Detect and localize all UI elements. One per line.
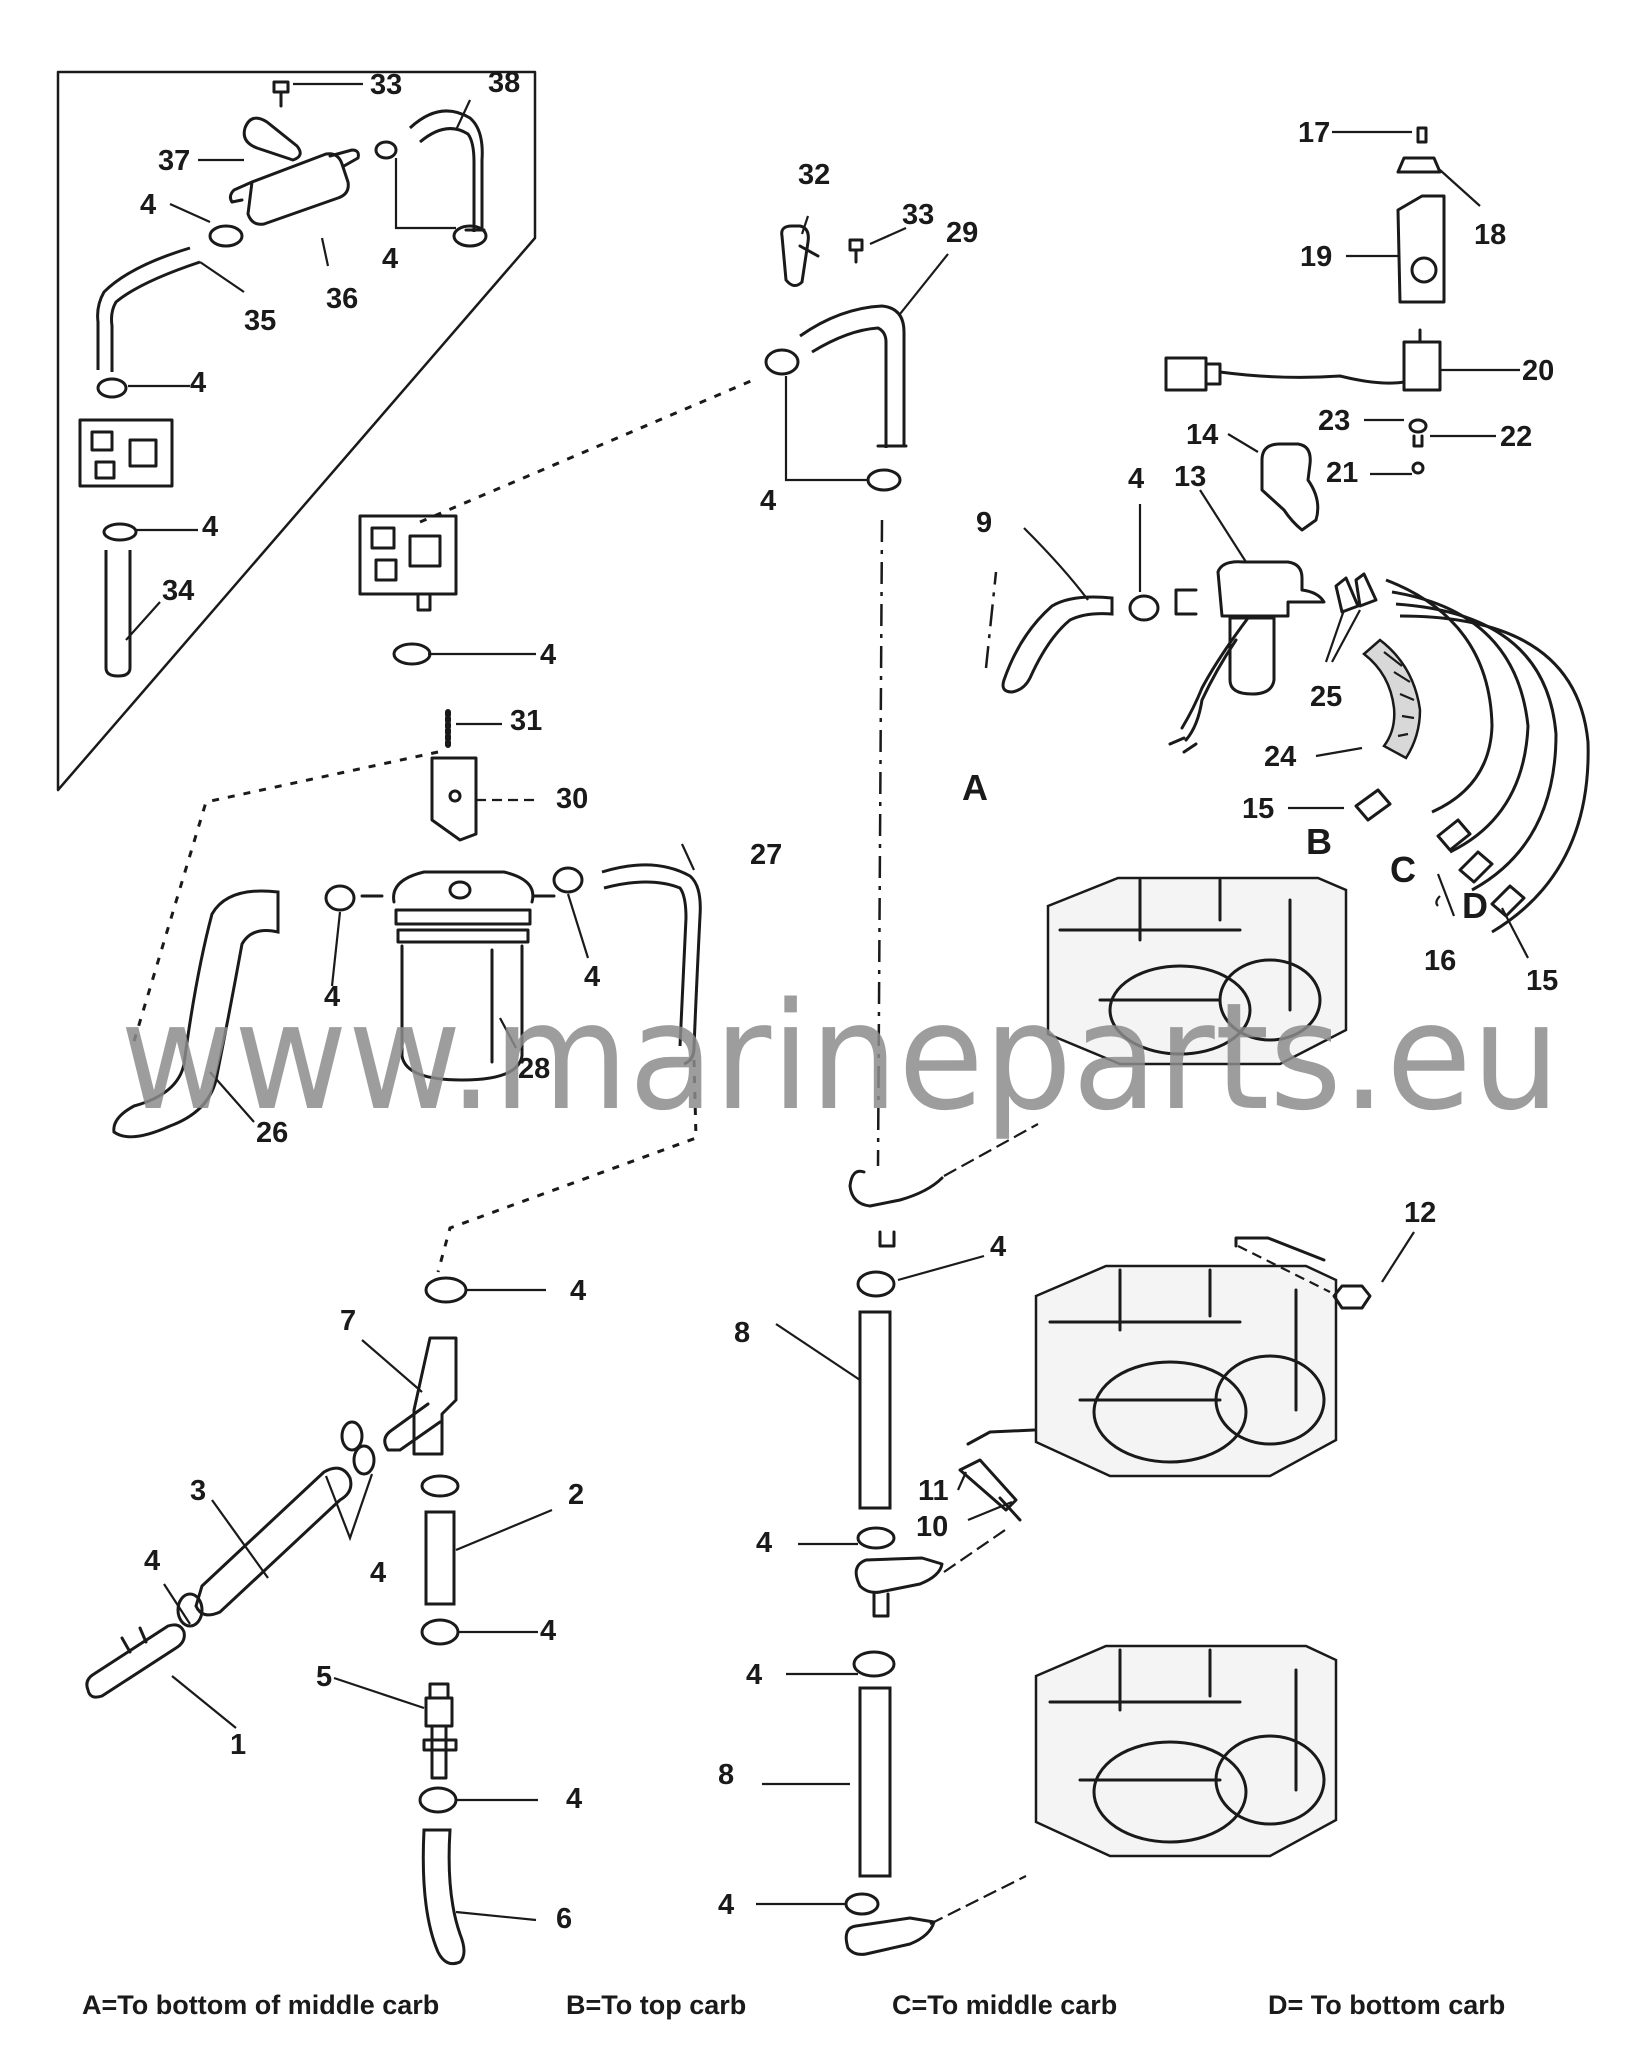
fuel-filter-leaders xyxy=(209,652,695,1123)
callout-16: 16 xyxy=(1424,945,1456,977)
prime-valve-assembly xyxy=(1001,126,1590,934)
inset-callouts: 33 37 4 38 35 36 4 4 4 34 xyxy=(140,67,520,607)
callout-33: 33 xyxy=(902,199,934,231)
prime-valve-callouts: 17 18 19 20 23 22 21 14 13 4 9 25 24 15 … xyxy=(962,117,1558,997)
callout-2: 2 xyxy=(568,1479,584,1511)
fuel-filter-callouts: 4 31 30 4 4 27 28 26 xyxy=(256,639,782,1149)
callout-4: 4 xyxy=(566,1783,582,1815)
lower-left-assembly xyxy=(85,1276,468,1966)
callout-4: 4 xyxy=(760,485,776,517)
legend-b: B=To top carb xyxy=(566,1990,746,2020)
callout-5: 5 xyxy=(316,1661,332,1693)
callout-30: 30 xyxy=(556,783,588,815)
callout-13: 13 xyxy=(1174,461,1206,493)
callout-33: 33 xyxy=(370,69,402,101)
callout-9: 9 xyxy=(976,507,992,539)
lower-left-callouts: 4 7 3 4 4 2 4 5 4 6 1 xyxy=(144,1275,586,1935)
callout-36: 36 xyxy=(326,283,358,315)
callout-34: 34 xyxy=(162,575,194,607)
lower-left-leaders xyxy=(163,1288,553,1922)
callout-21: 21 xyxy=(1326,457,1358,489)
callout-38: 38 xyxy=(488,67,520,99)
callout-4: 4 xyxy=(324,981,340,1013)
carburetors xyxy=(1034,876,1348,1858)
callout-4: 4 xyxy=(190,367,206,399)
callout-4: 4 xyxy=(370,1557,386,1589)
inset-panel xyxy=(56,70,537,792)
callout-7: 7 xyxy=(340,1305,356,1337)
letter-d: D xyxy=(1462,885,1488,926)
inset-leaders xyxy=(125,82,471,641)
callout-27: 27 xyxy=(750,839,782,871)
callout-4: 4 xyxy=(746,1659,762,1691)
callout-4: 4 xyxy=(990,1231,1006,1263)
callout-4: 4 xyxy=(718,1889,734,1921)
callout-19: 19 xyxy=(1300,241,1332,273)
legend-c: C=To middle carb xyxy=(892,1990,1117,2020)
callout-20: 20 xyxy=(1522,355,1554,387)
callout-18: 18 xyxy=(1474,219,1506,251)
legend-a: A=To bottom of middle carb xyxy=(82,1990,439,2020)
letter-a: A xyxy=(962,767,988,808)
upper-hose-assembly xyxy=(764,224,908,492)
callout-31: 31 xyxy=(510,705,542,737)
callout-29: 29 xyxy=(946,217,978,249)
callout-4: 4 xyxy=(140,189,156,221)
callout-15: 15 xyxy=(1242,793,1274,825)
watermark-text: www.marineparts.eu xyxy=(120,971,1560,1143)
callout-11: 11 xyxy=(918,1475,949,1507)
center-stack-leaders xyxy=(756,1231,1415,1906)
callout-1: 1 xyxy=(230,1729,246,1761)
center-stack-callouts: 4 8 4 10 11 12 4 8 4 xyxy=(718,1197,1436,1921)
callout-4: 4 xyxy=(756,1527,772,1559)
upper-hose-callouts: 32 33 29 4 xyxy=(760,159,978,517)
callout-10: 10 xyxy=(916,1511,948,1543)
callout-26: 26 xyxy=(256,1117,288,1149)
callout-4: 4 xyxy=(570,1275,586,1307)
prime-valve-leaders xyxy=(1023,130,1529,959)
callout-4: 4 xyxy=(382,243,398,275)
callout-23: 23 xyxy=(1318,405,1350,437)
callout-15: 15 xyxy=(1526,965,1558,997)
callout-4: 4 xyxy=(584,961,600,993)
callout-3: 3 xyxy=(190,1475,206,1507)
callout-35: 35 xyxy=(244,305,276,337)
upper-hose-leaders xyxy=(784,215,949,482)
callout-12: 12 xyxy=(1404,1197,1436,1229)
letter-c: C xyxy=(1390,849,1416,890)
legend: A=To bottom of middle carb B=To top carb… xyxy=(82,1990,1505,2020)
letter-b: B xyxy=(1306,821,1332,862)
callout-25: 25 xyxy=(1310,681,1342,713)
callout-28: 28 xyxy=(518,1053,550,1085)
callout-32: 32 xyxy=(798,159,830,191)
callout-24: 24 xyxy=(1264,741,1296,773)
callout-4: 4 xyxy=(540,639,556,671)
callout-6: 6 xyxy=(556,1903,572,1935)
callout-22: 22 xyxy=(1500,421,1532,453)
center-stack xyxy=(844,1123,1372,1956)
callout-17: 17 xyxy=(1298,117,1330,149)
callout-37: 37 xyxy=(158,145,190,177)
callout-4: 4 xyxy=(144,1545,160,1577)
callout-4: 4 xyxy=(1128,463,1144,495)
fuel-filter-assembly xyxy=(112,514,702,1139)
legend-d: D= To bottom carb xyxy=(1268,1990,1505,2020)
connection-lines xyxy=(130,376,998,1273)
callout-8: 8 xyxy=(734,1317,750,1349)
callout-4: 4 xyxy=(202,511,218,543)
callout-4: 4 xyxy=(540,1615,556,1647)
callout-14: 14 xyxy=(1186,419,1218,451)
callout-8: 8 xyxy=(718,1759,734,1791)
